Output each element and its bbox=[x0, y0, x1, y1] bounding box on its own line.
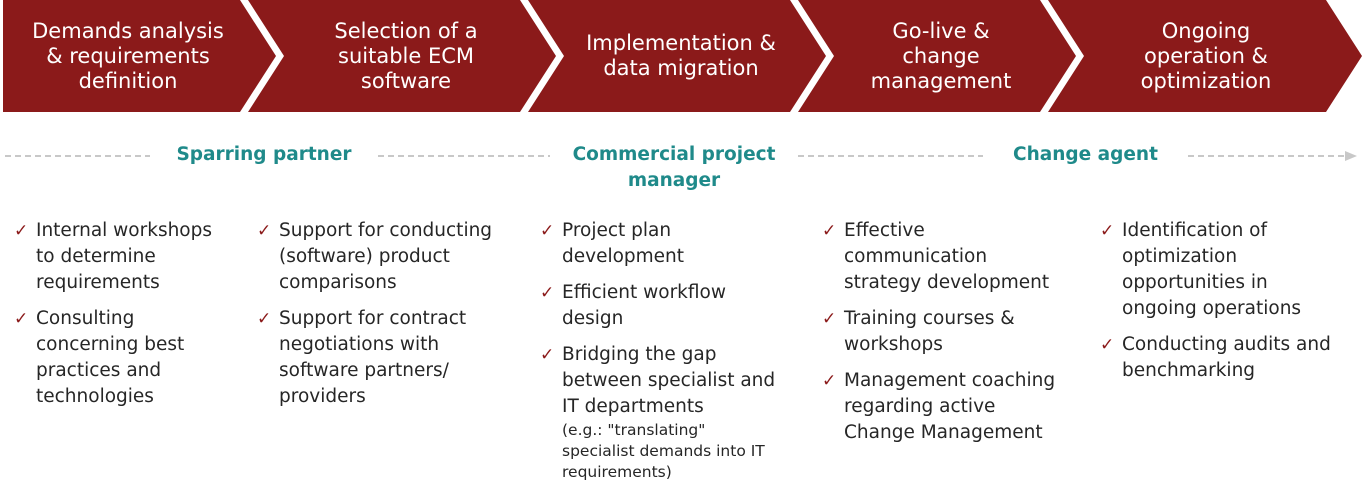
checkmark-icon: ✓ bbox=[257, 309, 272, 329]
column-4: ✓Effective communication strategy develo… bbox=[822, 218, 1082, 456]
role-commercial-project-manager: Commercial project manager bbox=[572, 144, 776, 191]
column-2: ✓Support for conducting (software) produ… bbox=[257, 218, 527, 420]
list-item: ✓Management coaching regarding active Ch… bbox=[822, 368, 1082, 446]
phase-chevron-3 bbox=[528, 0, 826, 112]
checkmark-icon: ✓ bbox=[14, 309, 29, 329]
checkmark-icon: ✓ bbox=[540, 221, 555, 241]
arrow-head-icon bbox=[1345, 151, 1357, 161]
column-3: ✓Project plan development ✓Efficient wor… bbox=[540, 218, 810, 493]
list-item: ✓Identification of optimization opportun… bbox=[1100, 218, 1362, 322]
column-1: ✓Internal workshops to determine require… bbox=[14, 218, 254, 420]
phase-chevron-2 bbox=[248, 0, 556, 112]
checkmark-icon: ✓ bbox=[540, 283, 555, 303]
role-change-agent: Change agent bbox=[1013, 144, 1158, 165]
column-5: ✓Identification of optimization opportun… bbox=[1100, 218, 1362, 394]
phase-chevrons bbox=[3, 0, 1362, 112]
phase-chevron-5 bbox=[1048, 0, 1362, 112]
list-item: ✓Consulting concerning best practices an… bbox=[14, 306, 254, 410]
checkmark-icon: ✓ bbox=[1100, 335, 1115, 355]
phase-chevron-1 bbox=[3, 0, 276, 112]
list-item: ✓Efficient workflow design bbox=[540, 280, 810, 332]
list-item: ✓Support for contract negotiations with … bbox=[257, 306, 527, 410]
phase-label-5: Ongoing operation & optimization bbox=[1140, 18, 1272, 93]
checkmark-icon: ✓ bbox=[822, 221, 837, 241]
phase-chevron-4 bbox=[798, 0, 1076, 112]
checkmark-icon: ✓ bbox=[822, 371, 837, 391]
phase-label-2: Selection of a suitable ECM software bbox=[334, 18, 478, 93]
list-item: ✓Project plan development bbox=[540, 218, 810, 270]
roles-dashed-line bbox=[5, 151, 1357, 161]
role-sparring-partner: Sparring partner bbox=[176, 144, 352, 165]
phase-label-4: Go-live & change management bbox=[870, 18, 1012, 93]
phase-label-1: Demands analysis & requirements definiti… bbox=[32, 18, 224, 93]
checkmark-icon: ✓ bbox=[257, 221, 272, 241]
list-item: ✓Effective communication strategy develo… bbox=[822, 218, 1082, 296]
list-item: ✓Bridging the gap between specialist and… bbox=[540, 344, 776, 481]
list-item: ✓Support for conducting (software) produ… bbox=[257, 218, 527, 296]
checkmark-icon: ✓ bbox=[540, 345, 555, 365]
list-item: ✓Conducting audits and benchmarking bbox=[1100, 332, 1362, 384]
list-item: ✓Training courses & workshops bbox=[822, 306, 1082, 358]
checkmark-icon: ✓ bbox=[822, 309, 837, 329]
list-item: ✓Internal workshops to determine require… bbox=[14, 218, 254, 296]
phase-label-3: Implementation & data migration bbox=[586, 31, 776, 80]
checkmark-icon: ✓ bbox=[1100, 221, 1115, 241]
checkmark-icon: ✓ bbox=[14, 221, 29, 241]
item-note: (e.g.: "translating" specialist demands … bbox=[562, 421, 765, 481]
